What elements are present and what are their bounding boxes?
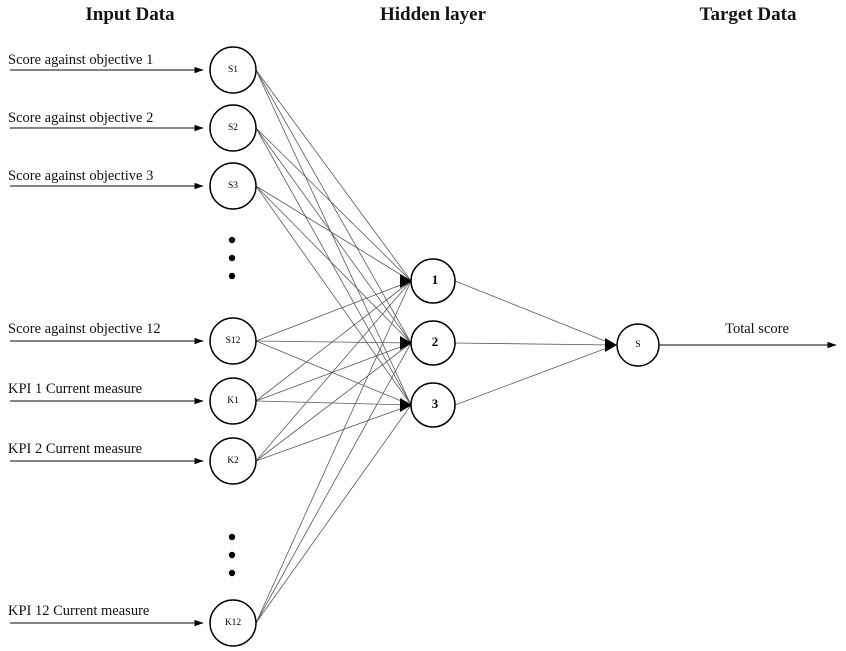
header-target-data: Target Data — [700, 4, 797, 25]
edge-K1-H1 — [255, 280, 412, 402]
node-S3[interactable]: S3 — [209, 162, 257, 210]
edge-S3-H3 — [255, 185, 412, 406]
node-circle-H1[interactable] — [410, 258, 456, 304]
node-S12[interactable]: S12 — [209, 317, 257, 365]
header-input-data: Input Data — [85, 4, 175, 25]
edge-K1-H3 — [255, 400, 412, 406]
ellipsis-dot — [228, 551, 236, 559]
column-headers: Input Data Hidden layer Target Data — [85, 4, 797, 25]
ellipsis-dot — [228, 254, 236, 262]
input-label-K12: KPI 12 Current measure — [8, 603, 149, 619]
node-H2[interactable]: 2 — [410, 320, 456, 366]
input-arrows — [10, 66, 204, 627]
input-label-S1: Score against objective 1 — [8, 52, 153, 68]
hidden-input-arrowheads — [400, 274, 412, 412]
input-label-S12: Score against objective 12 — [8, 321, 161, 337]
edge-S3-H2 — [255, 185, 412, 344]
edge-S12-H2 — [255, 340, 412, 344]
node-label-K2: K2 — [227, 456, 239, 466]
edge-K12-H2 — [255, 342, 412, 624]
edge-S1-H3 — [255, 69, 412, 406]
input-label-K1: KPI 1 Current measure — [8, 381, 142, 397]
input-nodes: S1 S2 S3 S12 K1 K2 — [209, 46, 257, 647]
input-label-S3: Score against objective 3 — [8, 168, 153, 184]
edge-S3-H1 — [255, 185, 412, 282]
edge-K2-H1 — [255, 280, 412, 462]
edge-K1-H2 — [255, 342, 412, 402]
node-label-H1: 1 — [432, 272, 439, 287]
hidden-to-output-edges — [454, 280, 617, 406]
arrowhead-H1 — [400, 274, 412, 288]
edge-S1-H2 — [255, 69, 412, 344]
node-label-S2: S2 — [228, 123, 238, 133]
ellipsis-dot — [228, 236, 236, 244]
edge-K2-H2 — [255, 342, 412, 462]
edge-K12-H1 — [255, 280, 412, 624]
hidden-nodes: 1 2 3 — [410, 258, 456, 428]
node-circle-S12[interactable] — [209, 317, 257, 365]
input-to-hidden-edges — [255, 69, 412, 624]
edge-H1-S — [454, 280, 616, 346]
input-label-S2: Score against objective 2 — [8, 110, 153, 126]
node-label-K12: K12 — [225, 618, 242, 628]
edge-H3-S — [454, 344, 616, 406]
output-arrow-group: Total score — [659, 321, 837, 349]
node-circle-H3[interactable] — [410, 382, 456, 428]
node-H3[interactable]: 3 — [410, 382, 456, 428]
node-circle-K12[interactable] — [209, 599, 257, 647]
edge-S12-H3 — [255, 340, 412, 406]
arrowhead-output-node — [605, 338, 617, 352]
edge-K2-H3 — [255, 404, 412, 462]
node-label-S12: S12 — [226, 336, 241, 346]
edge-S1-H1 — [255, 69, 412, 282]
output-node[interactable]: S — [616, 323, 660, 367]
node-circle-H2[interactable] — [410, 320, 456, 366]
node-S2[interactable]: S2 — [209, 104, 257, 152]
header-hidden-layer: Hidden layer — [380, 4, 487, 25]
ellipsis-dot — [228, 533, 236, 541]
ellipsis-dot — [228, 569, 236, 577]
node-circle-K1[interactable] — [209, 377, 257, 425]
edge-K12-H3 — [255, 404, 412, 624]
output-label-total-score: Total score — [725, 321, 789, 337]
ellipsis-lower — [228, 533, 236, 577]
arrowhead-H3 — [400, 398, 412, 412]
edge-S12-H1 — [255, 280, 412, 342]
input-label-K2: KPI 2 Current measure — [8, 441, 142, 457]
edge-S2-H1 — [255, 127, 412, 282]
node-K1[interactable]: K1 — [209, 377, 257, 425]
node-circle-S3[interactable] — [209, 162, 257, 210]
input-labels: Score against objective 1 Score against … — [8, 52, 161, 619]
node-label-H3: 3 — [432, 396, 439, 411]
node-H1[interactable]: 1 — [410, 258, 456, 304]
node-circle-S1[interactable] — [209, 46, 257, 94]
node-K2[interactable]: K2 — [209, 437, 257, 485]
edge-H2-S — [454, 342, 616, 346]
node-label-S: S — [635, 340, 640, 350]
node-S1[interactable]: S1 — [209, 46, 257, 94]
node-circle-K2[interactable] — [209, 437, 257, 485]
edge-S2-H2 — [255, 127, 412, 344]
node-circle-S2[interactable] — [209, 104, 257, 152]
edge-S2-H3 — [255, 127, 412, 406]
node-label-H2: 2 — [432, 334, 439, 349]
arrowhead-H2 — [400, 336, 412, 350]
node-K12[interactable]: K12 — [209, 599, 257, 647]
node-label-S1: S1 — [228, 65, 238, 75]
ellipsis-dot — [228, 272, 236, 280]
node-label-S3: S3 — [228, 181, 238, 191]
ellipsis-upper — [228, 236, 236, 280]
node-label-K1: K1 — [227, 396, 239, 406]
